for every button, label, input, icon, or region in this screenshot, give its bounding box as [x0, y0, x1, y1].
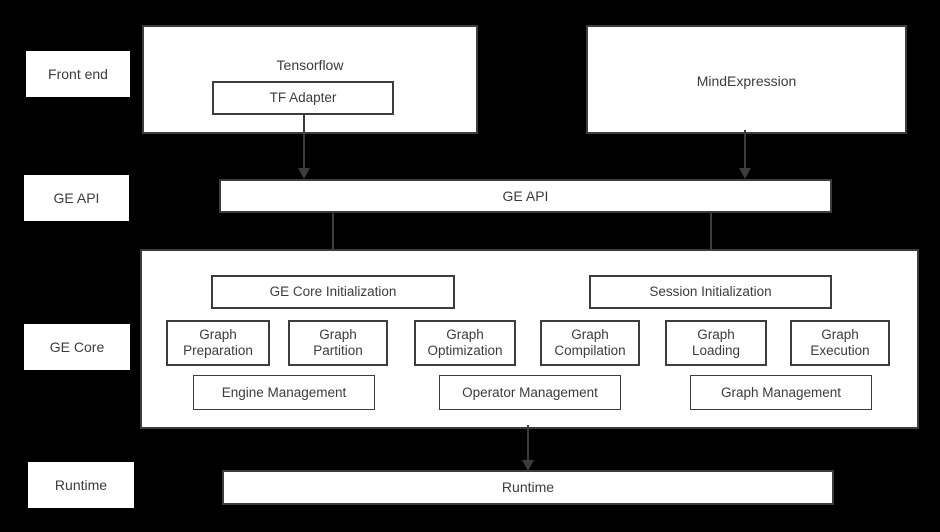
- graph-partition-box[interactable]: Graph Partition: [288, 320, 388, 366]
- session-initialization-box[interactable]: Session Initialization: [589, 275, 832, 309]
- layer-label-front-end: Front end: [26, 51, 130, 97]
- layer-label-ge-api: GE API: [24, 175, 129, 221]
- mindexpression-group: MindExpression: [586, 25, 907, 134]
- graph-compilation-box[interactable]: Graph Compilation: [540, 320, 640, 366]
- mindexpression-title: MindExpression: [696, 73, 797, 89]
- ge-api-bar[interactable]: GE API: [219, 179, 832, 213]
- layer-label-ge-core: GE Core: [24, 324, 130, 370]
- tensorflow-title: Tensorflow: [276, 57, 344, 73]
- operator-management-box[interactable]: Operator Management: [439, 375, 621, 410]
- tensorflow-group: Tensorflow: [142, 25, 478, 134]
- graph-optimization-box[interactable]: Graph Optimization: [414, 320, 516, 366]
- graph-loading-box[interactable]: Graph Loading: [665, 320, 767, 366]
- runtime-bar[interactable]: Runtime: [222, 470, 834, 505]
- graph-management-box[interactable]: Graph Management: [690, 375, 872, 410]
- ge-core-initialization-box[interactable]: GE Core Initialization: [211, 275, 455, 309]
- layer-label-runtime: Runtime: [28, 462, 134, 508]
- graph-preparation-box[interactable]: Graph Preparation: [166, 320, 270, 366]
- graph-execution-box[interactable]: Graph Execution: [790, 320, 890, 366]
- engine-management-box[interactable]: Engine Management: [193, 375, 375, 410]
- tf-adapter-box[interactable]: TF Adapter: [212, 81, 394, 115]
